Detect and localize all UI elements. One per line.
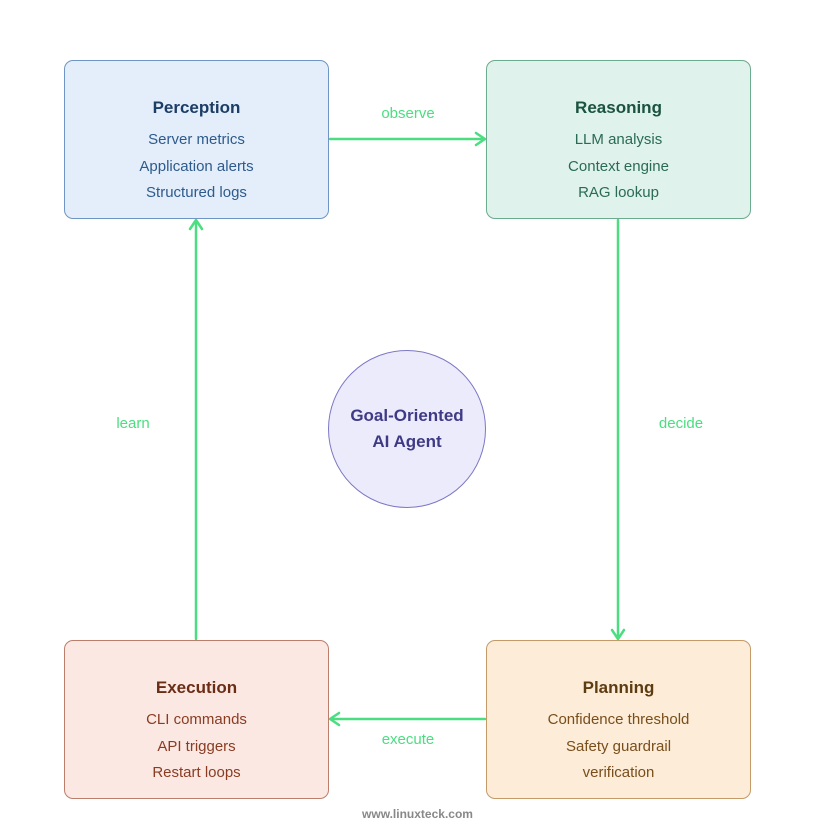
node-title: Planning: [582, 678, 655, 697]
node-reasoning: Reasoning LLM analysis Context engine RA…: [486, 60, 751, 219]
node-item: Safety guardrail: [565, 737, 672, 755]
node-title: Reasoning: [575, 98, 662, 117]
edge-label-observe: observe: [381, 105, 435, 122]
node-item: verification: [582, 764, 655, 781]
center-label-line2: AI Agent: [372, 432, 442, 451]
node-item: API triggers: [157, 737, 236, 755]
node-item: CLI commands: [146, 711, 247, 728]
node-item: Application alerts: [139, 157, 254, 175]
arrowhead-observe: [474, 131, 487, 147]
node-execution: Execution CLI commands API triggers Rest…: [64, 640, 329, 799]
arrowhead-learn: [188, 218, 204, 231]
edge-label-execute: execute: [381, 731, 435, 748]
edge-label-decide: decide: [658, 415, 704, 432]
node-planning: Planning Confidence threshold Safety gua…: [486, 640, 751, 799]
edge-label-learn: learn: [116, 415, 150, 432]
center-node-agent: Goal-Oriented AI Agent: [328, 350, 486, 508]
node-item: Restart loops: [152, 764, 241, 781]
node-item: Context engine: [568, 157, 669, 175]
node-item: Structured logs: [146, 184, 247, 201]
footer-watermark: www.linuxteck.com: [362, 807, 473, 821]
node-title: Execution: [155, 678, 238, 697]
node-item: Server metrics: [148, 131, 245, 148]
node-item: RAG lookup: [578, 184, 659, 201]
center-label-line1: Goal-Oriented: [350, 406, 464, 425]
arrowhead-decide: [610, 628, 626, 641]
node-item: Confidence threshold: [547, 711, 690, 728]
node-perception: Perception Server metrics Application al…: [64, 60, 329, 219]
node-title: Perception: [152, 98, 241, 117]
node-item: LLM analysis: [574, 131, 663, 148]
arrowhead-execute: [328, 711, 341, 727]
